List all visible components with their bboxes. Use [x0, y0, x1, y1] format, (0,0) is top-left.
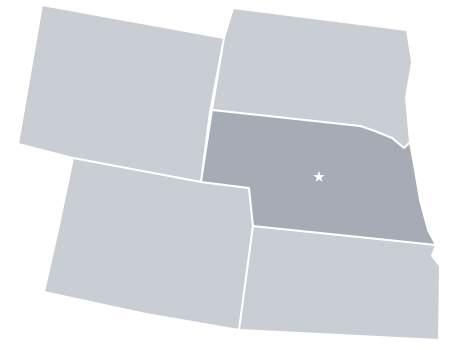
capital-star-icon	[313, 171, 325, 182]
